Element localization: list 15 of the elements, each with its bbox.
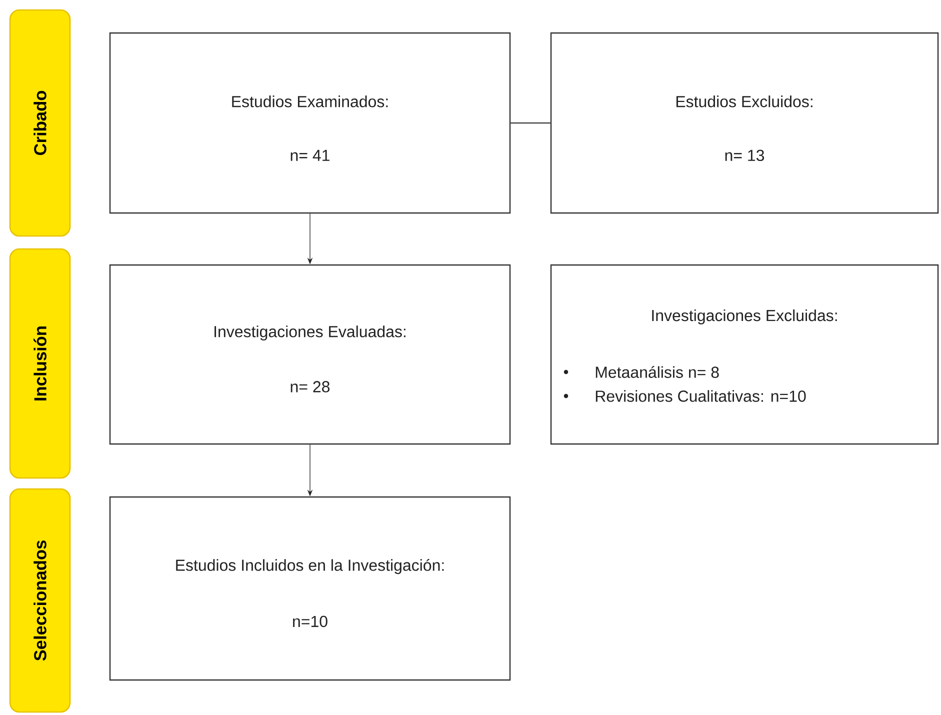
box-text: Estudios Examinados: [232,96,388,108]
phase-band: Seleccionados [9,488,71,713]
phase-band: Cribado [9,9,71,237]
box-text: n=10 [293,616,328,628]
box-text: Estudios Incluidos en la Investigación: [176,559,444,574]
box-text: Investigaciones Evaluadas: [214,326,406,340]
box-text: n= 41 [290,150,330,161]
phase-band: Inclusión [9,248,71,479]
connector-line [510,122,550,124]
box-text: n= 28 [290,381,330,392]
box-text: Estudios Excluidos: [676,96,812,108]
box-heading: Investigaciones Excluidas: [652,309,837,324]
bullet-item: Revisiones Cualitativas: n=10 [596,390,806,402]
bullet-item: Metaanálisis n= 8 [596,366,719,378]
box-text: n= 13 [725,150,764,162]
